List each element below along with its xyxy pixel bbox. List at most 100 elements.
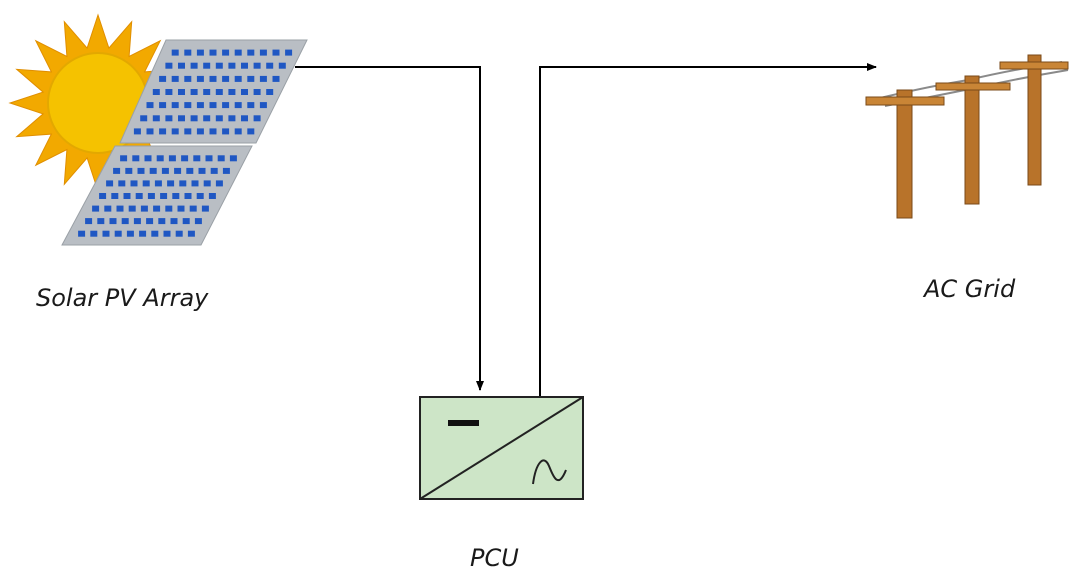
solar-cell (222, 102, 230, 109)
solar-cell (234, 49, 242, 56)
solar-cell (146, 218, 154, 225)
solar-cell (234, 128, 242, 135)
solar-cell (222, 49, 230, 56)
solar-cell (182, 218, 190, 225)
solar-cell (198, 167, 206, 174)
solar-cell (179, 180, 187, 187)
solar-cell (187, 230, 195, 237)
solar-cell (151, 230, 159, 237)
solar-cell (193, 155, 201, 162)
solar-cell (120, 155, 128, 162)
solar-cell (184, 75, 192, 82)
solar-cell (196, 75, 204, 82)
solar-cell (184, 193, 192, 199)
solar-cell (247, 49, 255, 56)
solar-cell (165, 89, 173, 95)
solar-cell (178, 115, 185, 122)
solar-cell (111, 193, 119, 199)
solar-cell (229, 155, 237, 162)
solar-cell (158, 218, 166, 225)
solar-cell (102, 230, 110, 237)
solar-cell (259, 102, 267, 109)
solar-cell (222, 167, 230, 174)
solar-cell (209, 49, 217, 56)
solar-cell (123, 193, 131, 199)
solar-cell (215, 115, 223, 122)
solar-cell (178, 62, 185, 69)
solar-cell (152, 89, 160, 95)
solar-cell (272, 75, 280, 82)
solar-cell (126, 230, 134, 237)
solar-cell (177, 205, 185, 212)
solar-cell (140, 205, 148, 212)
solar-cell (171, 102, 179, 109)
solar-cell (154, 180, 162, 187)
ac-connection-line (539, 63, 877, 396)
solar-cell (90, 230, 98, 237)
solar-cell (130, 180, 138, 187)
solar-cell (109, 218, 117, 225)
solar-cell (106, 180, 114, 187)
ac-symbol (532, 459, 567, 485)
solar-cell (228, 115, 236, 122)
solar-cell (201, 205, 209, 212)
solar-cell (189, 205, 197, 212)
solar-cell (194, 218, 202, 225)
solar-cell (209, 75, 217, 82)
solar-cell (171, 75, 179, 82)
solar-cell (184, 128, 192, 135)
solar-cell (172, 193, 180, 199)
solar-cell (203, 62, 211, 69)
solar-cell (196, 102, 204, 109)
solar-cell (222, 128, 230, 135)
solar-cell (190, 115, 198, 122)
solar-cell (234, 102, 242, 109)
solar-cell (278, 62, 286, 69)
solar-cell (146, 102, 154, 109)
solar-cell (128, 205, 136, 212)
solar-cell (178, 89, 185, 95)
solar-cell (99, 193, 107, 199)
pcu-label: PCU (470, 544, 519, 572)
solar-cell (144, 155, 152, 162)
solar-cell (241, 62, 248, 69)
solar-cell (168, 155, 176, 162)
solar-cell (266, 62, 274, 69)
solar-cell (191, 180, 199, 187)
solar-cell (266, 89, 274, 95)
dc-connection-line (295, 66, 484, 391)
solar-cell (203, 180, 211, 187)
solar-cell (142, 180, 150, 187)
solar-cell (165, 205, 173, 212)
solar-cell (210, 167, 218, 174)
utility-poles-icon (865, 54, 1069, 219)
solar-cell (133, 218, 141, 225)
solar-cell (196, 49, 204, 56)
solar-cell (217, 155, 225, 162)
solar-cell (133, 128, 141, 135)
solar-cell (234, 75, 242, 82)
solar-cell (175, 230, 183, 237)
solar-cell (190, 62, 198, 69)
solar-cell (135, 193, 143, 199)
solar-cell (132, 155, 140, 162)
solar-cell (147, 193, 155, 199)
solar-cell (97, 218, 105, 225)
solar-cell (167, 180, 175, 187)
solar-cell (205, 155, 213, 162)
solar-cell (241, 89, 248, 95)
pcu-diagonal (419, 396, 584, 500)
solar-cell (253, 62, 261, 69)
solar-cell (137, 167, 145, 174)
solar-cell (146, 128, 154, 135)
solar-cell (159, 75, 167, 82)
solar-cell (215, 62, 223, 69)
solar-cell (140, 115, 148, 122)
solar-cell (222, 75, 230, 82)
solar-cell (165, 115, 173, 122)
solar-cell (196, 193, 204, 199)
solar-cell (171, 49, 179, 56)
solar-cell (247, 75, 255, 82)
solar-cell (114, 230, 122, 237)
solar-panel-lower (61, 145, 253, 246)
